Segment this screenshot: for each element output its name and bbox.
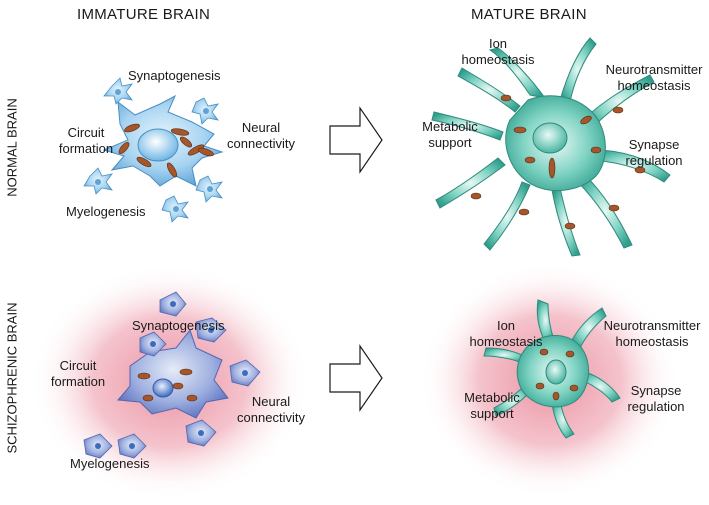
- normal-immature-mitochondria: [118, 123, 214, 178]
- schizo-neuro-line1: Neurotransmitter: [603, 318, 701, 333]
- schizo-neuro-line2: homeostasis: [615, 334, 689, 349]
- schizo-metabolic-line2: support: [470, 406, 514, 421]
- normal-circuit-formation-label: Circuit formation: [56, 125, 116, 157]
- normal-mature-nucleus: [532, 122, 568, 154]
- normal-brain-row-label: NORMAL BRAIN: [4, 98, 20, 197]
- schizo-circuit-line1: Circuit: [59, 358, 97, 373]
- normal-neural-connectivity-label: Neural connectivity: [226, 120, 296, 152]
- normal-immature-small-nuclei: [95, 89, 213, 212]
- schizo-neural-line2: connectivity: [237, 410, 305, 425]
- normal-ion-homeostasis-label: Ion homeostasis: [458, 36, 538, 68]
- normal-synapse-regulation-label: Synapse regulation: [614, 137, 694, 169]
- schizo-progression-arrow: [329, 344, 383, 412]
- schizo-ion-line1: Ion: [496, 318, 516, 333]
- schizo-neural-connectivity-label: Neural connectivity: [236, 394, 306, 426]
- normal-progression-arrow: [329, 106, 383, 174]
- normal-neural-line1: Neural: [241, 120, 281, 135]
- schizo-neural-line1: Neural: [251, 394, 291, 409]
- schizo-mature-mitochondria: [535, 348, 579, 401]
- schizo-neurotransmitter-label: Neurotransmitter homeostasis: [598, 318, 706, 350]
- schizo-immature-mitochondria: [137, 368, 198, 402]
- normal-mature-mitochondria: [470, 94, 646, 230]
- schizo-ion-line2: homeostasis: [469, 334, 543, 349]
- normal-metabolic-line1: Metabolic: [422, 119, 478, 134]
- schizo-synapse-line1: Synapse: [630, 383, 682, 398]
- normal-mature-astrocyte: [431, 37, 671, 257]
- mature-brain-header: MATURE BRAIN: [471, 6, 587, 23]
- schizo-mature-nucleus: [545, 359, 567, 385]
- normal-metabolic-line2: support: [428, 135, 472, 150]
- normal-metabolic-support-label: Metabolic support: [418, 119, 482, 151]
- normal-ion-line2: homeostasis: [461, 52, 535, 67]
- normal-circuit-line2: formation: [58, 141, 114, 156]
- normal-ion-line1: Ion: [488, 36, 508, 51]
- normal-synaptogenesis-label: Synaptogenesis: [128, 68, 221, 83]
- schizo-metabolic-line1: Metabolic: [464, 390, 520, 405]
- schizo-synaptogenesis-label: Synaptogenesis: [132, 318, 225, 333]
- schizo-synapse-regulation-label: Synapse regulation: [616, 383, 696, 415]
- normal-neuro-line1: Neurotransmitter: [605, 62, 703, 77]
- schizo-ion-homeostasis-label: Ion homeostasis: [466, 318, 546, 350]
- normal-neuro-line2: homeostasis: [617, 78, 691, 93]
- normal-neurotransmitter-label: Neurotransmitter homeostasis: [600, 62, 708, 94]
- normal-immature-nucleus: [137, 128, 179, 162]
- normal-synapse-line1: Synapse: [628, 137, 680, 152]
- schizo-immature-nucleus: [152, 378, 174, 398]
- schizo-immature-small-nuclei: [95, 301, 248, 449]
- normal-neural-line2: connectivity: [227, 136, 295, 151]
- schizo-myelogenesis-label: Myelogenesis: [70, 456, 150, 471]
- schizo-metabolic-support-label: Metabolic support: [460, 390, 524, 422]
- immature-brain-header: IMMATURE BRAIN: [77, 6, 211, 23]
- schizo-synapse-line2: regulation: [627, 399, 685, 414]
- normal-circuit-line1: Circuit: [67, 125, 105, 140]
- normal-myelogenesis-label: Myelogenesis: [66, 204, 146, 219]
- normal-synapse-line2: regulation: [625, 153, 683, 168]
- schizo-circuit-formation-label: Circuit formation: [48, 358, 108, 390]
- schizo-brain-row-label: SCHIZOPHRENIC BRAIN: [4, 302, 20, 454]
- schizo-circuit-line2: formation: [50, 374, 106, 389]
